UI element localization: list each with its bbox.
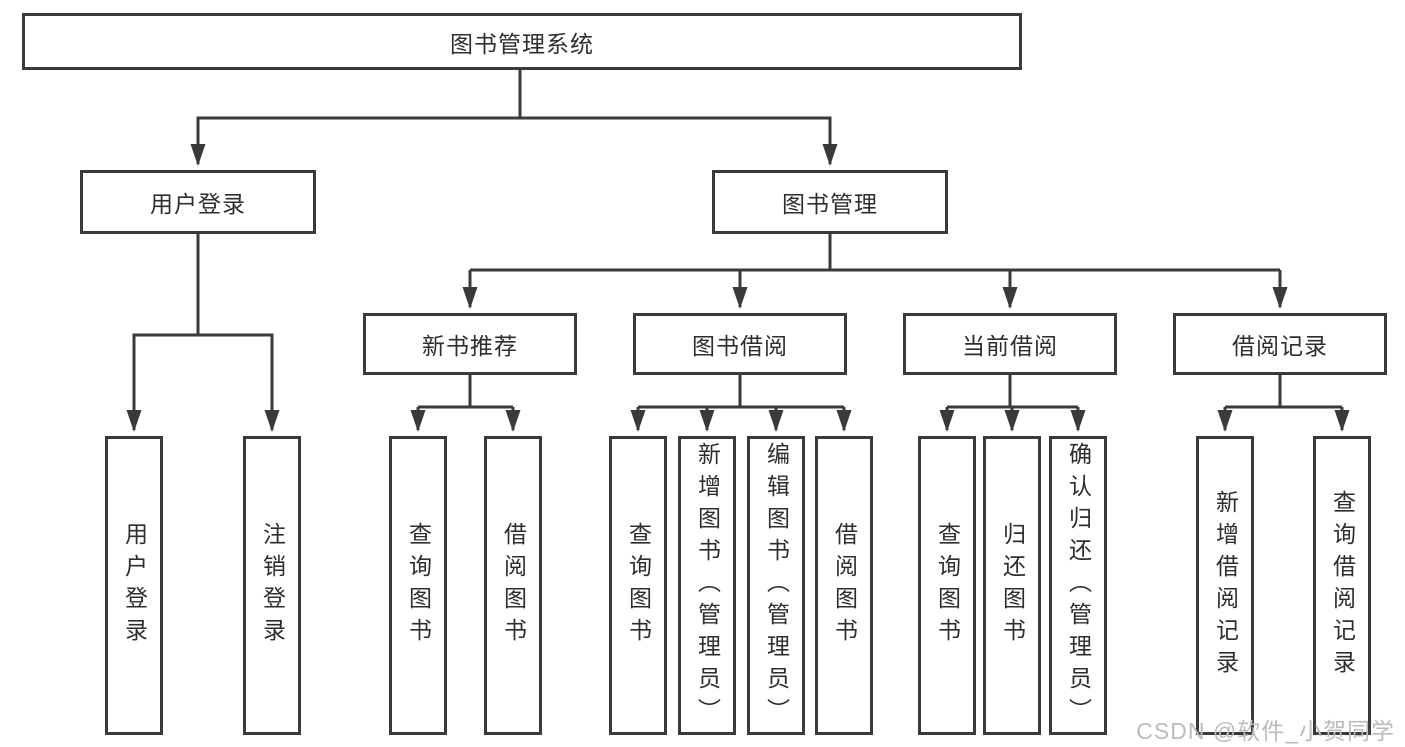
node-label: 新增图书（管理员） — [694, 441, 721, 730]
leaf-logout-login: 注销登录 — [243, 436, 301, 735]
connector-user-login-to-leaf-2 — [198, 333, 280, 432]
connector-book-management-trunk — [470, 234, 1280, 272]
leaf-return-book: 归还图书 — [983, 436, 1041, 735]
node-label: 查询图书 — [625, 521, 652, 650]
node-label: 查询图书 — [405, 521, 432, 650]
csdn-watermark: CSDN @软件_小贺同学 — [1136, 718, 1395, 744]
node-label: 借阅图书 — [500, 521, 527, 650]
leaf-query-books-current: 查询图书 — [918, 436, 976, 735]
node-book-management: 图书管理 — [712, 170, 948, 234]
connector-root-to-user-login — [190, 70, 522, 166]
node-label: 归还图书 — [999, 521, 1026, 650]
node-label: 确认归还（管理员） — [1065, 441, 1092, 730]
connector-book-borrow-trunk — [638, 375, 844, 409]
node-label: 注销登录 — [259, 521, 286, 650]
leaf-borrow-books-recommend: 借阅图书 — [484, 436, 542, 735]
leaf-confirm-return-admin: 确认归还（管理员） — [1049, 436, 1107, 735]
node-borrow-records: 借阅记录 — [1173, 313, 1387, 375]
node-label: 当前借阅 — [962, 333, 1058, 359]
node-label: 用户登录 — [150, 191, 246, 217]
node-user-login: 用户登录 — [80, 170, 316, 234]
node-current-borrow: 当前借阅 — [903, 313, 1117, 375]
node-library-system-root: 图书管理系统 — [22, 13, 1022, 70]
leaf-user-login: 用户登录 — [105, 436, 163, 735]
leaf-query-borrow-record: 查询借阅记录 — [1313, 436, 1371, 735]
node-label: 编辑图书（管理员） — [763, 441, 790, 730]
node-label: 新书推荐 — [422, 333, 518, 359]
leaf-edit-book-admin: 编辑图书（管理员） — [747, 436, 805, 735]
leaf-add-book-admin: 新增图书（管理员） — [678, 436, 736, 735]
node-book-borrow: 图书借阅 — [633, 313, 847, 375]
node-label: 查询借阅记录 — [1329, 489, 1356, 682]
node-label: 借阅记录 — [1232, 333, 1328, 359]
node-label: 借阅图书 — [831, 521, 858, 650]
node-label: 图书借阅 — [692, 333, 788, 359]
connector-root-to-book-management — [520, 116, 838, 166]
connector-new-book-trunk — [418, 375, 513, 409]
leaf-add-borrow-record: 新增借阅记录 — [1196, 436, 1254, 735]
node-label: 图书管理 — [782, 191, 878, 217]
node-label: 图书管理系统 — [450, 30, 594, 57]
node-label: 用户登录 — [121, 521, 148, 650]
leaf-query-books: 查询图书 — [609, 436, 667, 735]
node-label: 新增借阅记录 — [1212, 489, 1239, 682]
leaf-query-books-recommend: 查询图书 — [389, 436, 447, 735]
node-label: 查询图书 — [934, 521, 961, 650]
connector-current-borrow-trunk — [947, 375, 1078, 409]
leaf-borrow-book: 借阅图书 — [815, 436, 873, 735]
node-new-book-recommend: 新书推荐 — [363, 313, 577, 375]
connector-borrow-records-trunk — [1225, 375, 1342, 409]
connector-user-login-to-leaf-1 — [126, 234, 200, 432]
